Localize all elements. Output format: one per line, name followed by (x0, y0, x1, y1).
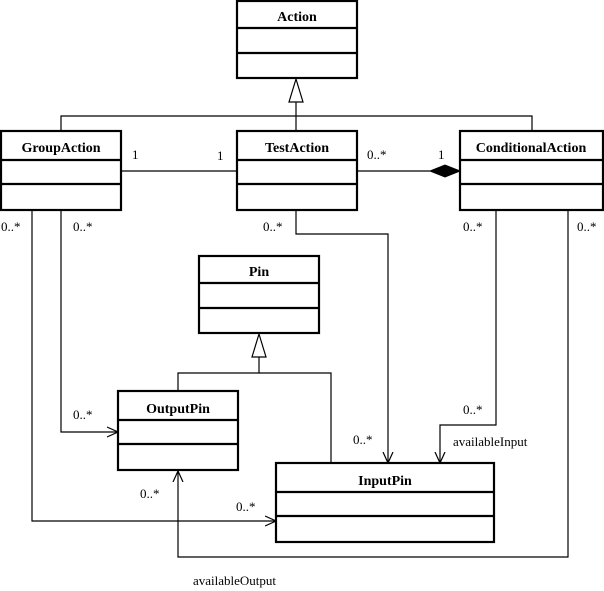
class-test-action: TestAction (235, 129, 359, 212)
composition-test-conditional (357, 164, 462, 178)
mult-input-pin-from-group: 0..* (236, 499, 256, 514)
class-pin-name: Pin (249, 265, 269, 280)
class-conditional-action: ConditionalAction (458, 129, 604, 212)
class-action-name: Action (277, 10, 317, 25)
mult-test-conditional-test-end: 0..* (367, 147, 387, 162)
mult-conditional-to-input-source: 0..* (463, 219, 483, 234)
mult-group-test-group-end: 1 (132, 147, 139, 162)
mult-group-test-test-end: 1 (217, 148, 224, 163)
assoc-conditional-to-inputpin (440, 210, 497, 463)
mult-test-conditional-conditional-end: 1 (438, 147, 445, 162)
assoc-conditional-to-outputpin (178, 210, 569, 558)
mult-output-pin-from-group: 0..* (73, 407, 93, 422)
assoc-group-to-outputpin (60, 210, 118, 432)
mult-output-pin-from-conditional: 0..* (140, 486, 160, 501)
class-input-pin-name: InputPin (358, 474, 412, 489)
mult-test-to-input-source: 0..* (263, 219, 283, 234)
class-pin: Pin (197, 254, 321, 335)
class-output-pin-name: OutputPin (146, 402, 210, 417)
class-action: Action (235, 0, 359, 80)
mult-input-pin-from-test: 0..* (353, 432, 373, 447)
class-output-pin: OutputPin (116, 389, 240, 472)
mult-group-to-input-source: 0..* (1, 219, 21, 234)
class-conditional-action-name: ConditionalAction (476, 141, 587, 156)
role-available-input: availableInput (453, 434, 528, 449)
mult-input-pin-from-conditional: 0..* (463, 402, 483, 417)
class-group-action-name: GroupAction (21, 141, 100, 156)
assoc-test-to-inputpin (295, 210, 388, 463)
class-test-action-name: TestAction (265, 141, 329, 156)
role-available-output: availableOutput (193, 573, 276, 588)
mult-group-to-output-source: 0..* (73, 219, 93, 234)
generalization-to-pin (177, 331, 332, 463)
class-group-action: GroupAction (0, 129, 123, 212)
generalization-to-action (60, 76, 533, 131)
assoc-group-to-inputpin (31, 210, 276, 521)
class-input-pin: InputPin (274, 461, 496, 544)
mult-conditional-to-output-source: 0..* (577, 219, 597, 234)
